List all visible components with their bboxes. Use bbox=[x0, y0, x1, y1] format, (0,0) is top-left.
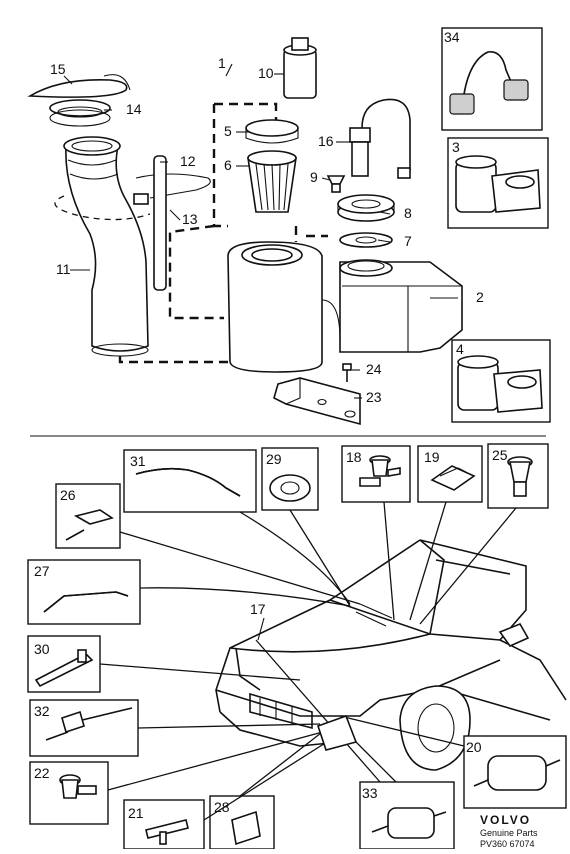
callout-33: 33 bbox=[362, 785, 378, 801]
inset-box-3 bbox=[447, 137, 549, 229]
washer-reservoir bbox=[227, 241, 463, 373]
box-22 bbox=[29, 761, 109, 825]
installed-reservoir bbox=[316, 714, 358, 751]
callout-8: 8 bbox=[404, 205, 412, 221]
callout-7: 7 bbox=[404, 233, 412, 249]
callout-30: 30 bbox=[34, 641, 50, 657]
callout-14: 14 bbox=[126, 101, 142, 117]
car-body bbox=[215, 539, 567, 771]
callout-32: 32 bbox=[34, 703, 50, 719]
callout-15: 15 bbox=[50, 61, 66, 77]
brand-name: VOLVO bbox=[480, 813, 531, 827]
box-32 bbox=[29, 699, 139, 757]
pump-motor bbox=[283, 37, 317, 99]
callout-22: 22 bbox=[34, 765, 50, 781]
screw bbox=[342, 363, 352, 382]
callout-24: 24 bbox=[366, 361, 382, 377]
callout-13: 13 bbox=[182, 211, 198, 227]
callout-29: 29 bbox=[266, 451, 282, 467]
callout-ticks bbox=[63, 63, 458, 641]
callout-labels: 1 2 3 4 5 6 7 8 9 10 11 12 13 14 15 16 1… bbox=[34, 29, 508, 821]
callout-11: 11 bbox=[56, 261, 71, 277]
filter-ring bbox=[245, 119, 299, 144]
box-20 bbox=[463, 735, 567, 809]
leader-lines bbox=[99, 501, 517, 821]
inset-box-34 bbox=[441, 27, 543, 131]
callout-6: 6 bbox=[224, 157, 232, 173]
callout-26: 26 bbox=[60, 487, 76, 503]
callout-19: 19 bbox=[424, 449, 440, 465]
clamp-outline bbox=[54, 195, 151, 221]
box-26 bbox=[55, 483, 121, 549]
hose-clamp bbox=[133, 173, 211, 205]
callout-5: 5 bbox=[224, 123, 232, 139]
callout-16: 16 bbox=[318, 133, 334, 149]
bracket bbox=[273, 377, 361, 426]
callout-3: 3 bbox=[452, 139, 460, 155]
callout-28: 28 bbox=[214, 799, 230, 815]
brand-footer: VOLVO Genuine Parts PV360 67074 bbox=[480, 813, 538, 849]
callout-21: 21 bbox=[128, 805, 144, 821]
callout-1: 1 bbox=[218, 55, 226, 71]
inset-box-4 bbox=[451, 339, 551, 423]
cap-seal bbox=[49, 99, 111, 127]
box-33 bbox=[359, 781, 455, 850]
vent-tube bbox=[153, 155, 167, 291]
callout-2: 2 bbox=[476, 289, 484, 305]
washer-pump bbox=[349, 98, 411, 179]
callout-31: 31 bbox=[130, 453, 146, 469]
callout-27: 27 bbox=[34, 563, 50, 579]
box-18 bbox=[341, 445, 411, 503]
box-31 bbox=[123, 449, 257, 513]
flat-washer bbox=[339, 232, 393, 248]
callout-12: 12 bbox=[180, 153, 196, 169]
box-21 bbox=[123, 799, 205, 850]
filler-cap bbox=[27, 74, 131, 98]
callout-10: 10 bbox=[258, 65, 274, 81]
callout-20: 20 bbox=[466, 739, 482, 755]
filler-hose bbox=[63, 136, 149, 357]
callout-17: 17 bbox=[250, 601, 266, 617]
callout-23: 23 bbox=[366, 389, 382, 405]
strainer-filter bbox=[247, 150, 297, 213]
callout-9: 9 bbox=[310, 169, 318, 185]
box-19 bbox=[417, 445, 483, 503]
lock-nut bbox=[337, 194, 395, 222]
brand-caption: Genuine Parts bbox=[480, 828, 538, 838]
callout-34: 34 bbox=[444, 29, 460, 45]
nipple bbox=[326, 175, 346, 193]
box-29 bbox=[261, 447, 319, 511]
callout-25: 25 bbox=[492, 447, 508, 463]
box-27 bbox=[27, 559, 141, 625]
catalog-code: PV360 67074 bbox=[480, 839, 535, 849]
callout-4: 4 bbox=[456, 341, 464, 357]
box-30 bbox=[27, 635, 101, 693]
box-25 bbox=[487, 443, 549, 509]
callout-18: 18 bbox=[346, 449, 362, 465]
